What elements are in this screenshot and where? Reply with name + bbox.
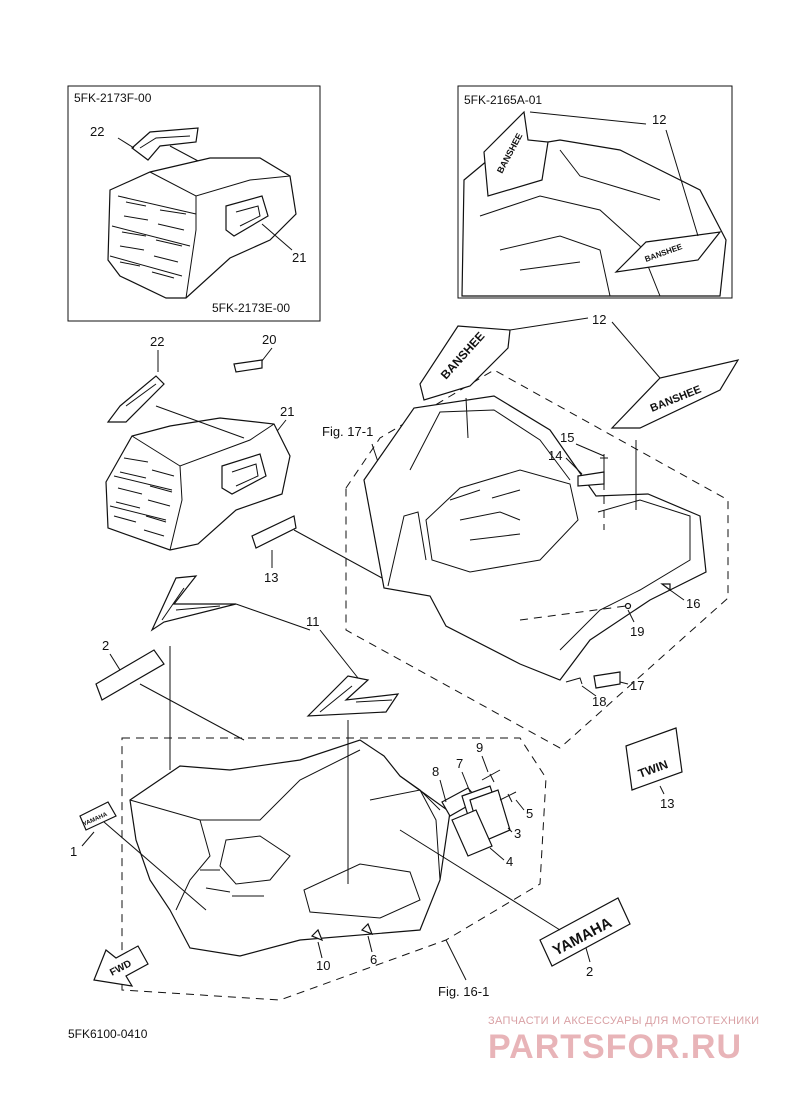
callout-7: 7 xyxy=(456,756,463,771)
decal-12-left xyxy=(419,325,511,401)
callout-20: 20 xyxy=(262,332,276,347)
inset-left-callout-21: 21 xyxy=(292,250,306,265)
inset-box-right: 5FK-2165A-01 12 BANSHEE BANSHEE xyxy=(457,85,733,299)
decal-12-right xyxy=(610,359,740,429)
front-fender-assembly: Fig. 17-1 BANSHEE BANSHEE 12 15 14 16 19 xyxy=(322,312,740,749)
callout-13-right: 13 xyxy=(660,796,674,811)
callout-2-left: 2 xyxy=(102,638,109,653)
decal-2-left xyxy=(95,649,165,701)
part-18 xyxy=(565,677,583,685)
part-6 xyxy=(360,922,374,936)
inset-box-left: 5FK-2173F-00 5FK-2173E-00 22 21 xyxy=(67,85,321,322)
inset-left-callout-22: 22 xyxy=(90,124,104,139)
callout-1: 1 xyxy=(70,844,77,859)
part-16 xyxy=(660,583,671,592)
part-10 xyxy=(310,928,324,942)
callout-22: 22 xyxy=(150,334,164,349)
rear-fender xyxy=(105,417,291,551)
decal-11-left xyxy=(150,575,237,632)
part-14 xyxy=(577,471,605,487)
decal-12-inset-left xyxy=(483,110,549,197)
inset-right-callout-12: 12 xyxy=(652,112,666,127)
decal-13-left xyxy=(251,515,297,549)
watermark: ЗАПЧАСТИ И АКСЕССУАРЫ ДЛЯ МОТОТЕХНИКИ PA… xyxy=(488,1015,759,1066)
callout-13-left: 13 xyxy=(264,570,278,585)
callout-15: 15 xyxy=(560,430,574,445)
front-fender xyxy=(363,395,707,681)
decal-2-right xyxy=(539,897,631,967)
fig16-dashed-region xyxy=(121,737,547,1001)
callout-10: 10 xyxy=(316,958,330,973)
callout-11: 11 xyxy=(306,614,320,629)
decal-20 xyxy=(233,359,263,373)
fig17-label: Fig. 17-1 xyxy=(322,424,373,439)
watermark-tagline: ЗАПЧАСТИ И АКСЕССУАРЫ ДЛЯ МОТОТЕХНИКИ xyxy=(488,1015,759,1027)
watermark-brand: PARTSFOR.RU xyxy=(488,1028,742,1066)
callout-12: 12 xyxy=(592,312,606,327)
diagram-code: 5FK6100-0410 xyxy=(68,1027,148,1041)
rear-fender-assembly: Fig. 16-1 YAMAHA 1 8 7 9 5 3 4 xyxy=(70,646,631,1001)
callout-17: 17 xyxy=(630,678,644,693)
inset-left-code-top: 5FK-2173F-00 xyxy=(74,91,152,105)
rear-assembly: 22 20 21 xyxy=(105,332,294,551)
callout-6: 6 xyxy=(370,952,377,967)
part-17 xyxy=(593,671,621,689)
part-9 xyxy=(481,769,501,783)
front-decals: 11 2 xyxy=(95,575,400,741)
part-19 xyxy=(624,602,632,610)
fig17-dashed-region xyxy=(345,369,729,749)
part-15 xyxy=(600,454,608,468)
decal-1 xyxy=(79,801,117,831)
rear-fender-body xyxy=(129,739,451,957)
callout-9: 9 xyxy=(476,740,483,755)
callout-14: 14 xyxy=(548,448,562,463)
callout-21: 21 xyxy=(280,404,294,419)
callout-8: 8 xyxy=(432,764,439,779)
decal-12-inset-right xyxy=(614,231,722,273)
fig16-label: Fig. 16-1 xyxy=(438,984,489,999)
fwd-arrow: FWD xyxy=(93,945,149,987)
callout-5: 5 xyxy=(526,806,533,821)
decal-13-right: TWIN 13 xyxy=(625,727,683,811)
decal-11-right xyxy=(306,675,400,717)
callout-18: 18 xyxy=(592,694,606,709)
callout-2-right: 2 xyxy=(586,964,593,979)
callout-4: 4 xyxy=(506,854,513,869)
part-4 xyxy=(451,809,493,857)
inset-right-code-top: 5FK-2165A-01 xyxy=(464,93,542,107)
part-5 xyxy=(499,791,517,803)
rear-fender-inset xyxy=(107,157,297,299)
callout-3: 3 xyxy=(514,826,521,841)
callout-16: 16 xyxy=(686,596,700,611)
inset-left-code-bottom: 5FK-2173E-00 xyxy=(212,301,290,315)
callout-19: 19 xyxy=(630,624,644,639)
